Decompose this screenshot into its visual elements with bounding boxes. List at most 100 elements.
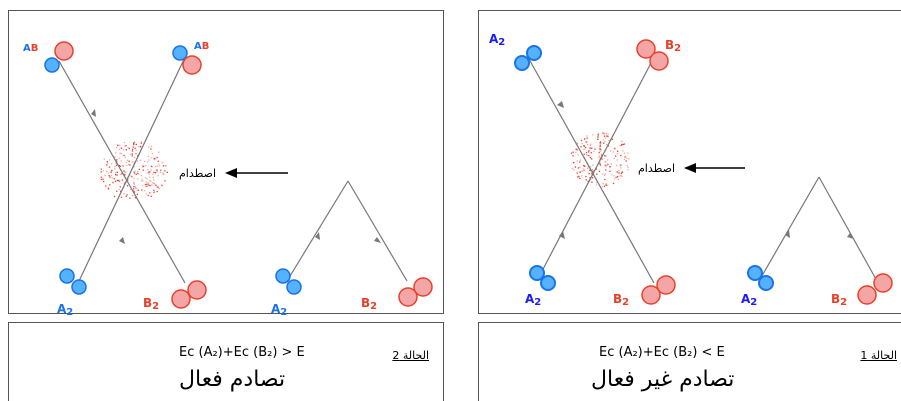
collision-speck: [141, 184, 144, 187]
collision-speck: [111, 169, 113, 172]
collision-speck: [598, 170, 601, 172]
collision-speck: [574, 166, 576, 168]
atom-a: [747, 265, 763, 281]
collision-speck: [153, 191, 155, 193]
collision-speck: [139, 145, 142, 148]
collision-speck: [597, 138, 599, 140]
collision-speck: [133, 143, 135, 146]
collision-speck: [117, 144, 119, 146]
collision-speck: [145, 181, 147, 183]
label-b2: B2: [613, 292, 629, 308]
label-ab: AB: [194, 41, 209, 52]
collision-verdict: تصادم غير فعال: [591, 367, 735, 392]
collision-speck: [157, 163, 160, 165]
collision-speck: [585, 179, 587, 181]
collision-speck: [587, 172, 589, 174]
collision-speck: [131, 161, 133, 163]
collision-speck: [113, 195, 116, 198]
atom-a: [172, 45, 188, 61]
collision-speck: [601, 158, 603, 160]
collision-speck: [149, 179, 151, 182]
collision-speck: [156, 186, 158, 188]
collision-speck: [587, 155, 589, 157]
atom-b: [54, 41, 74, 61]
collision-speck: [152, 173, 154, 175]
collision-speck: [624, 156, 626, 158]
collision-speck: [581, 170, 583, 172]
label-b2: B2: [361, 296, 377, 312]
collision-speck: [584, 165, 586, 167]
collision-speck: [618, 172, 620, 174]
atom-b: [187, 280, 207, 300]
collision-speck: [581, 175, 583, 177]
collision-speck: [125, 164, 128, 166]
collision-speck: [157, 175, 159, 177]
collision-speck: [585, 175, 587, 178]
collision-speck: [583, 170, 585, 172]
collision-speck: [622, 150, 624, 152]
label-b: B: [31, 43, 39, 54]
collision-speck: [124, 174, 126, 176]
collision-speck: [135, 187, 137, 189]
collision-speck: [124, 182, 126, 184]
atom-a: [71, 279, 87, 295]
collision-label: اصطدام: [638, 162, 675, 175]
collision-speck: [102, 170, 104, 172]
collision-speck: [133, 141, 135, 144]
collision-speck: [150, 195, 152, 197]
collision-speck: [585, 152, 588, 154]
collision-speck: [126, 185, 129, 187]
collision-speck: [140, 141, 143, 143]
collision-speck: [596, 181, 598, 184]
collision-speck: [134, 197, 137, 199]
collision-speck: [159, 171, 162, 173]
collision-speck: [623, 143, 626, 145]
bounce-line-right: [347, 180, 408, 282]
collision-speck: [148, 184, 150, 186]
collision-speck: [118, 144, 120, 146]
collision-speck: [605, 183, 607, 185]
atom-a: [540, 275, 556, 291]
collision-speck: [577, 176, 579, 178]
collision-speck: [135, 149, 137, 151]
collision-speck: [150, 165, 153, 167]
collision-speck: [575, 148, 577, 150]
atom-a: [44, 57, 60, 73]
arrow-head-icon: [225, 168, 237, 178]
collision-speck: [587, 167, 589, 169]
collision-speck: [156, 156, 158, 159]
collision-speck: [116, 190, 118, 192]
collision-speck: [100, 168, 103, 170]
collision-speck: [143, 165, 145, 167]
collision-cloud: [570, 132, 630, 188]
caption-effective: الحالة 2 Eᴄ (A₂)+Eᴄ (B₂) > E تصادم فعال: [8, 322, 444, 401]
collision-speck: [622, 143, 624, 146]
collision-speck: [156, 171, 158, 173]
collision-speck: [115, 152, 117, 154]
collision-speck: [579, 171, 581, 173]
collision-label: اصطدام: [179, 167, 216, 180]
case-label: الحالة 1: [860, 349, 897, 362]
collision-speck: [589, 144, 591, 146]
label-a2: A2: [741, 292, 757, 308]
energy-formula: Eᴄ (A₂)+Eᴄ (B₂) > E: [179, 345, 305, 360]
collision-speck: [617, 175, 619, 178]
label-ab: AB: [23, 43, 38, 54]
collision-speck: [153, 171, 155, 174]
collision-speck: [113, 178, 115, 180]
collision-speck: [107, 162, 109, 164]
collision-speck: [133, 143, 135, 145]
collision-speck: [601, 185, 604, 188]
collision-speck: [107, 188, 109, 190]
collision-speck: [137, 178, 139, 180]
collision-speck: [116, 146, 118, 149]
collision-speck: [576, 160, 578, 162]
collision-speck: [591, 168, 593, 171]
collision-speck: [126, 194, 128, 196]
direction-arrow: [119, 237, 125, 244]
collision-speck: [164, 180, 166, 182]
collision-speck: [134, 147, 136, 149]
label-b: B: [202, 41, 210, 52]
collision-speck: [591, 147, 593, 149]
collision-speck: [626, 157, 628, 159]
